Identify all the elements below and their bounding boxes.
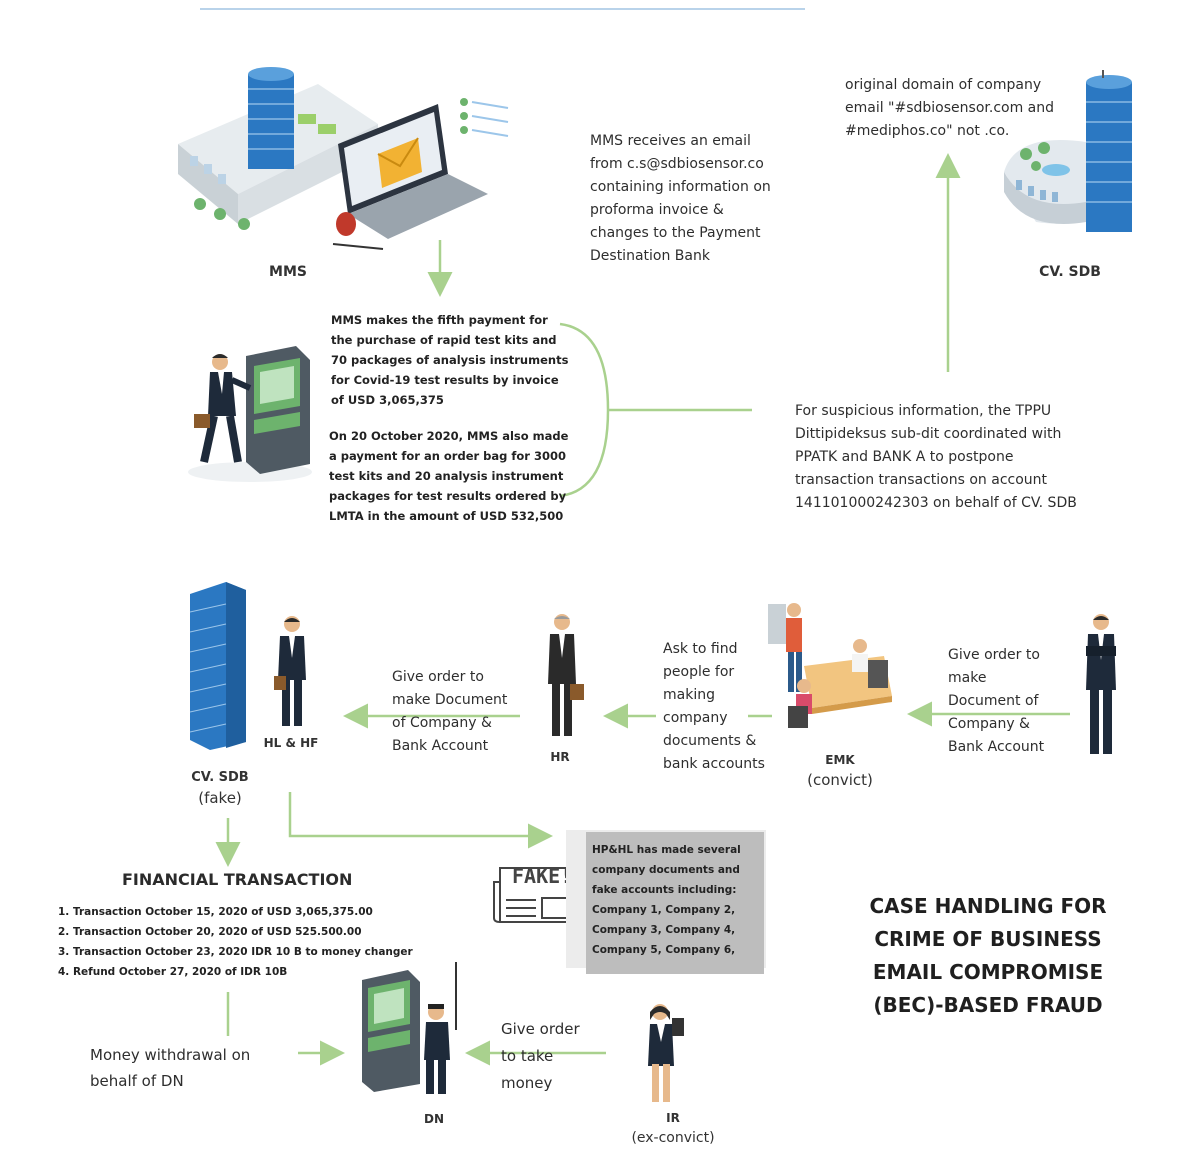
hr-label: HR bbox=[550, 750, 570, 764]
ir-person-icon bbox=[648, 1004, 684, 1102]
cvsdb-fake-label: CV. SDB (fake) bbox=[191, 770, 249, 807]
original-domain-text: original domain of company email "#sdbio… bbox=[845, 77, 1055, 139]
give-order-emk-text: Give order to make Document of Company &… bbox=[948, 647, 1045, 755]
money-withdrawal-text: Money withdrawal on behalf of DN bbox=[90, 1046, 251, 1090]
email-received-text: MMS receives an email from c.s@sdbiosens… bbox=[590, 133, 771, 264]
cvsdb-real-building-illustration bbox=[1004, 70, 1132, 232]
emk-label: EMK (convict) bbox=[807, 753, 873, 789]
mms-label: MMS bbox=[269, 264, 307, 280]
top-rule bbox=[200, 8, 805, 10]
hlhf-label: HL & HF bbox=[263, 736, 319, 750]
ir-label: IR (ex-convict) bbox=[631, 1111, 715, 1146]
financial-item: 1. Transaction October 15, 2020 of USD 3… bbox=[58, 906, 373, 918]
cvsdb-top-label: CV. SDB bbox=[1039, 264, 1101, 280]
financial-heading: FINANCIAL TRANSACTION bbox=[122, 870, 353, 889]
fake-stamp-text: FAKE! bbox=[512, 864, 573, 888]
financial-item: 4. Refund October 27, 2020 of IDR 10B bbox=[58, 966, 288, 978]
suspicious-info-text: For suspicious information, the TPPU Dit… bbox=[795, 403, 1077, 511]
fake-accounts-box: HP&HL has made several company documents… bbox=[586, 832, 764, 974]
diagram-title: CASE HANDLING FOR CRIME OF BUSINESS EMAI… bbox=[869, 894, 1107, 1017]
emk-office-illustration bbox=[768, 603, 892, 728]
mms-office-illustration bbox=[178, 67, 509, 250]
financial-item: 3. Transaction October 23, 2020 IDR 10 B… bbox=[58, 946, 413, 958]
atm-businessman-illustration bbox=[188, 346, 312, 482]
financial-list: 1. Transaction October 15, 2020 of USD 3… bbox=[58, 902, 413, 982]
dn-atm-illustration bbox=[362, 962, 457, 1094]
ask-find-text: Ask to find people for making company do… bbox=[663, 641, 765, 772]
give-order-hr-text: Give order to make Document of Company &… bbox=[392, 669, 508, 754]
cvsdb-fake-building-illustration bbox=[189, 582, 246, 750]
fifth-payment-text: MMS makes the fifth payment for the purc… bbox=[331, 313, 569, 407]
dn-label: DN bbox=[423, 1112, 444, 1126]
financial-item: 2. Transaction October 20, 2020 of USD 5… bbox=[58, 926, 362, 938]
arrow-hlhf-to-fake bbox=[288, 792, 553, 849]
hlhf-person-icon bbox=[274, 616, 306, 726]
hr-person-icon bbox=[548, 614, 584, 736]
october-payment-text: On 20 October 2020, MMS also made a paym… bbox=[329, 429, 569, 523]
boss-person-icon bbox=[1086, 614, 1116, 754]
give-order-money-text: Give order to take money bbox=[501, 1020, 580, 1092]
fake-accounts-text: HP&HL has made several company documents… bbox=[592, 844, 741, 956]
